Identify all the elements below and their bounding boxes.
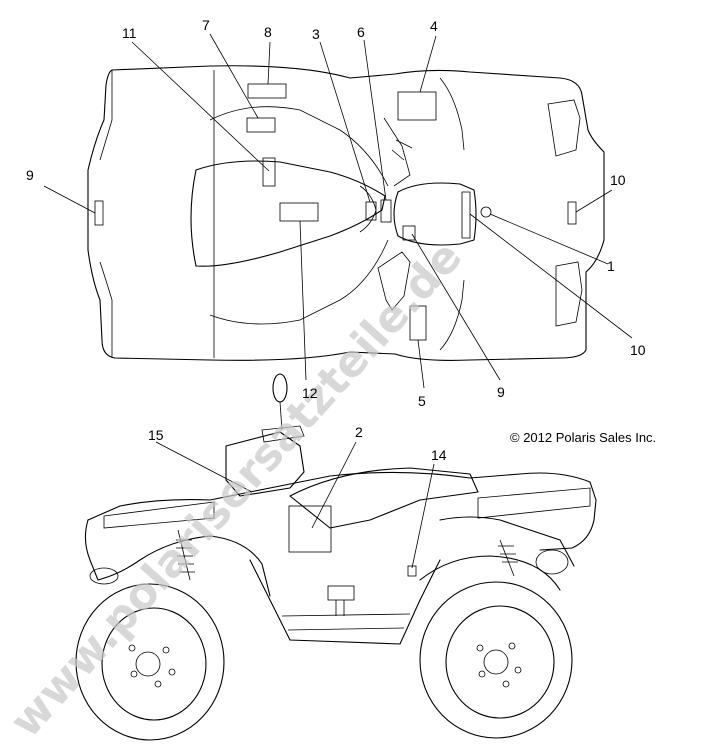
callout-labels: 9 11 7 8 3 6 4 10 1 10 9 5 12 15 2 14	[26, 17, 646, 463]
callout-2: 2	[355, 424, 363, 440]
decal-13	[279, 202, 319, 222]
callout-10-rear: 9	[26, 167, 34, 183]
decal-10-rear	[94, 200, 104, 226]
callout-14: 14	[431, 447, 447, 463]
callout-10-front: 10	[610, 172, 626, 188]
callout-1: 1	[607, 258, 615, 274]
decal-8	[247, 83, 287, 99]
callout-13: 12	[302, 385, 318, 401]
callout-5: 5	[418, 393, 426, 409]
callout-3: 3	[312, 26, 320, 42]
atv-top-view	[87, 65, 605, 361]
callout-4: 4	[430, 18, 438, 34]
decal-2	[288, 505, 332, 553]
decal-14	[407, 565, 417, 577]
decal-3	[365, 201, 377, 221]
callout-15: 15	[148, 427, 164, 443]
decal-6	[380, 199, 392, 223]
decal-4	[397, 91, 437, 121]
callout-6: 6	[357, 24, 365, 40]
copyright-text: © 2012 Polaris Sales Inc.	[510, 430, 656, 445]
decal-7	[246, 117, 276, 133]
leader-lines	[43, 33, 633, 569]
watermark-text: www.polarisersatzteile.de	[0, 231, 472, 747]
callout-7: 7	[202, 17, 210, 33]
callout-8: 8	[264, 24, 272, 40]
decal-12	[262, 157, 276, 187]
decal-10-front	[567, 201, 577, 225]
callout-9: 9	[497, 384, 505, 400]
decal-9	[402, 225, 416, 241]
callout-12: 11	[122, 25, 137, 41]
atv-side-view	[75, 373, 597, 741]
callout-11: 10	[630, 342, 646, 358]
